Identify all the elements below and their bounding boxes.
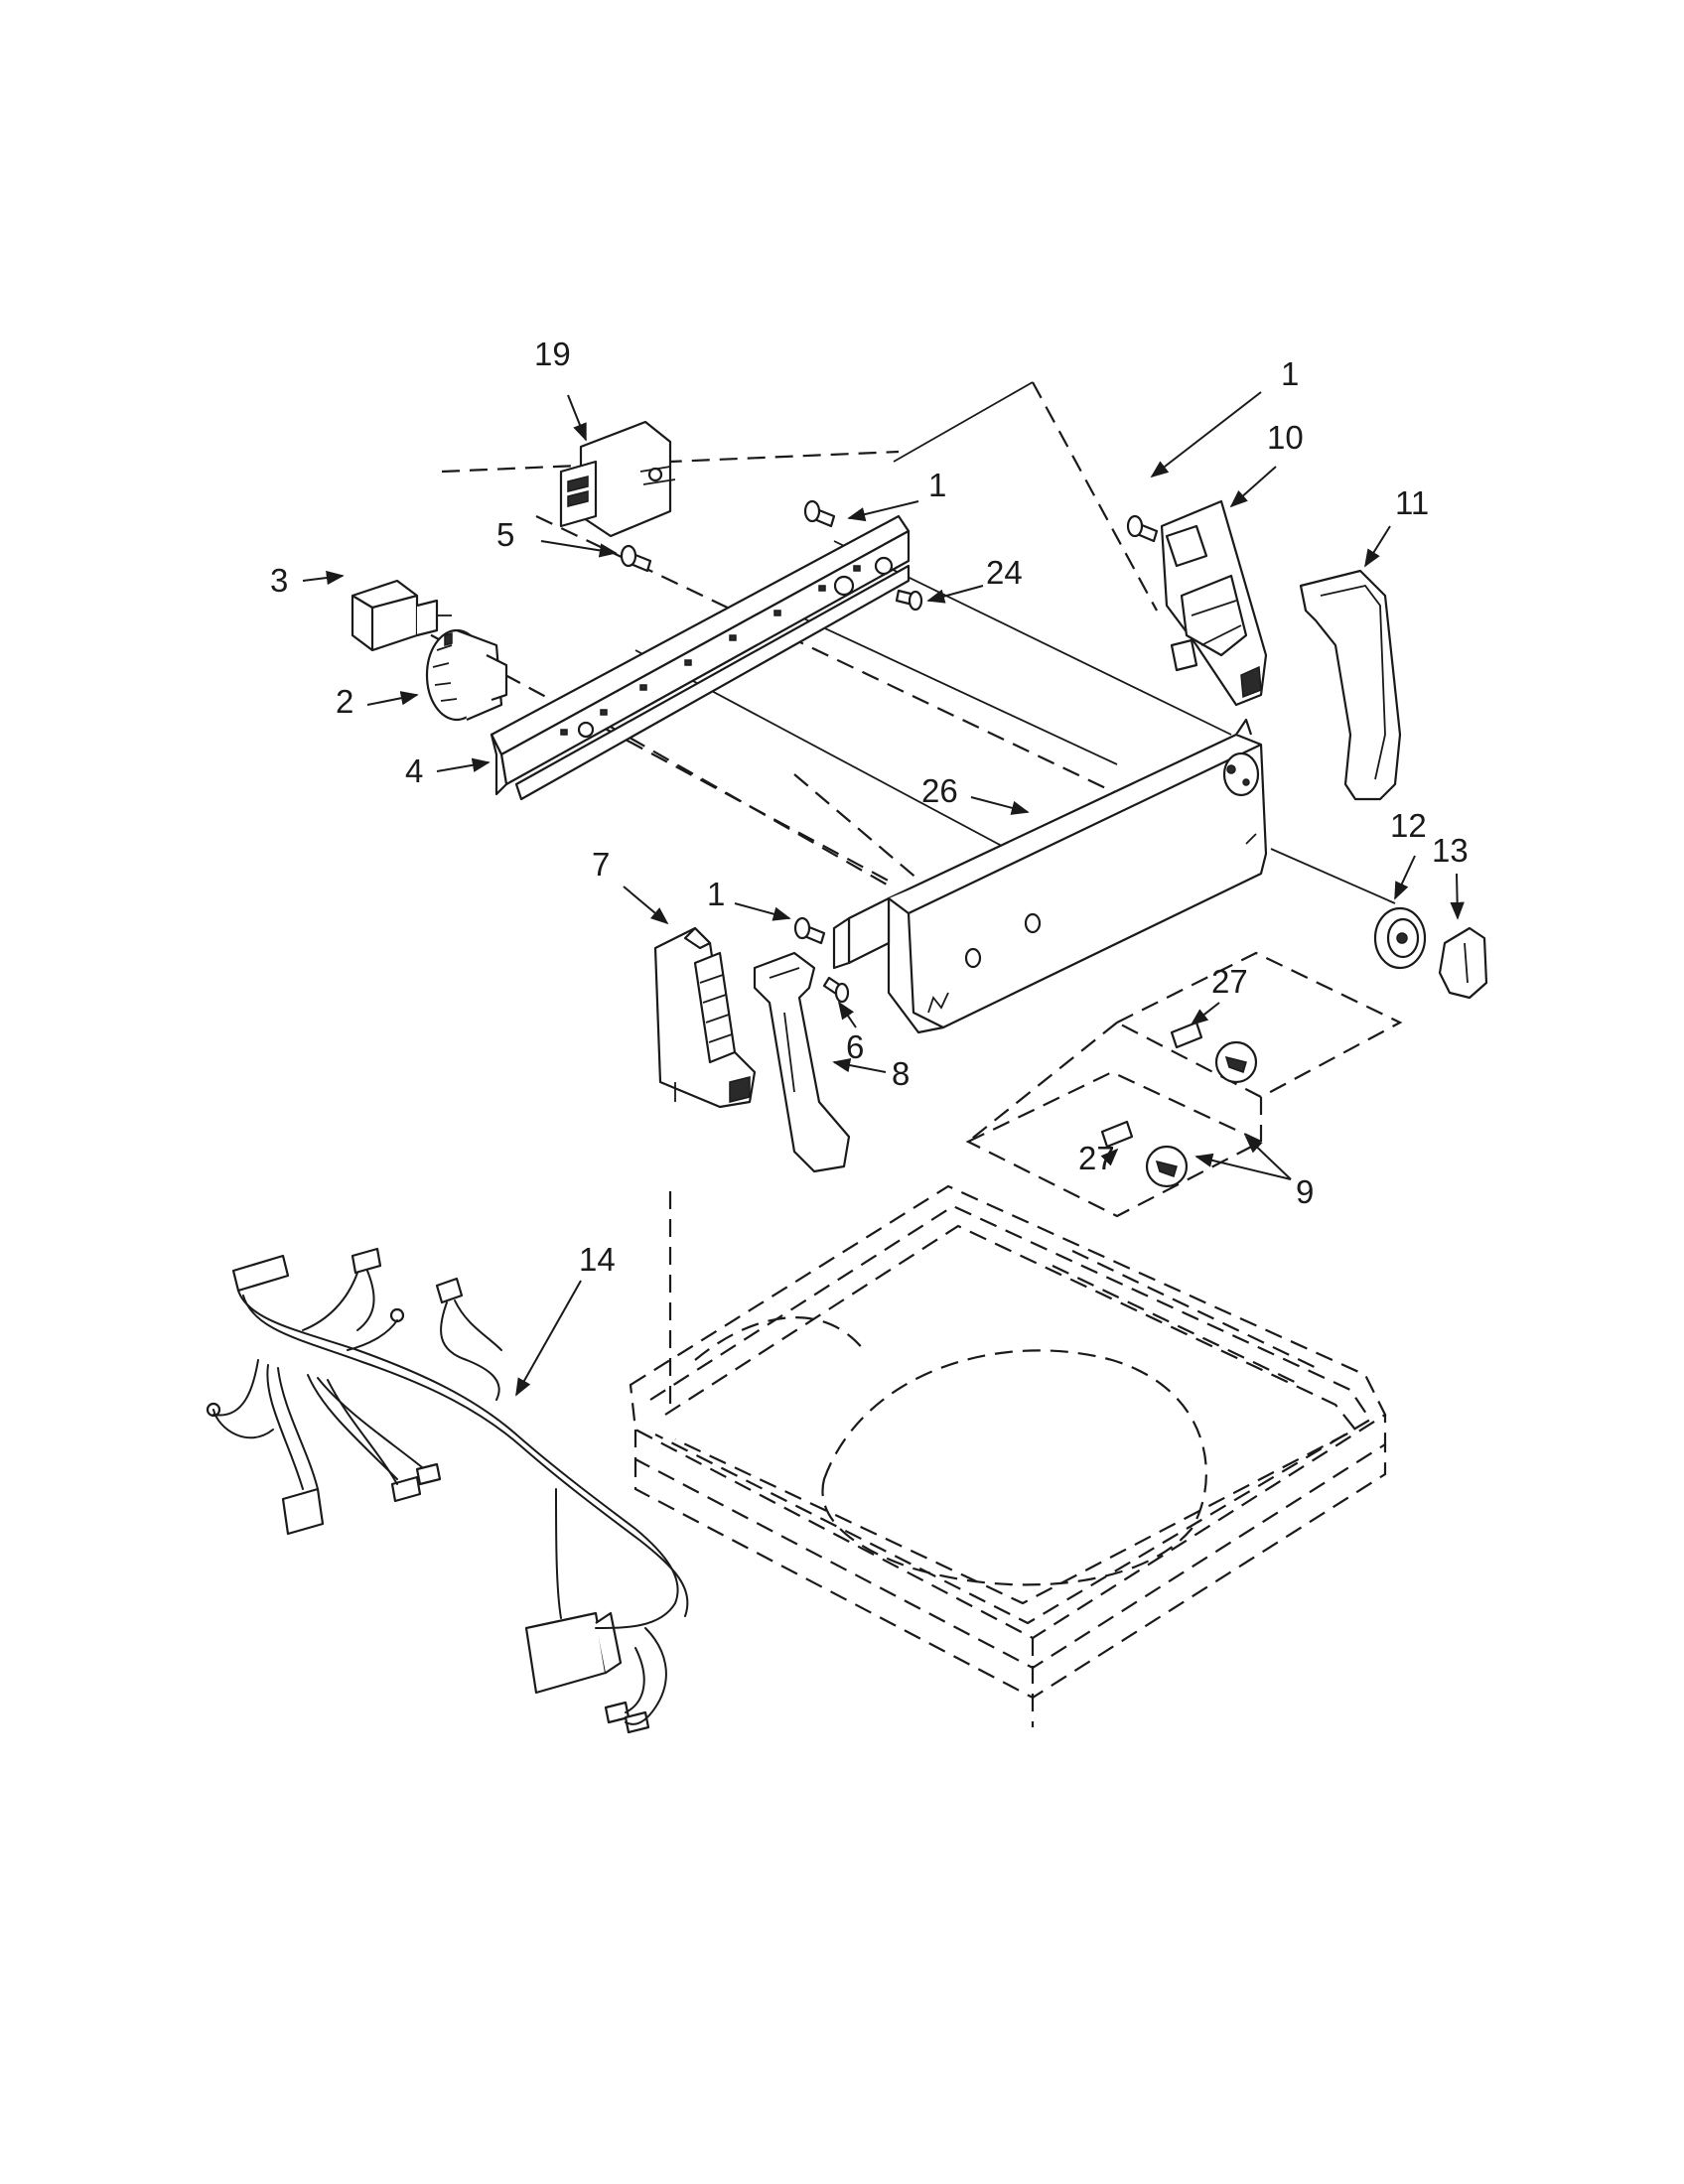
part-27-lower [1100, 1120, 1189, 1188]
part-10-end-cap [1160, 499, 1268, 707]
callout-26: 26 [921, 772, 958, 809]
screw-1-right [1126, 514, 1159, 543]
callout-11: 11 [1395, 484, 1429, 521]
part-26-console [832, 718, 1268, 1034]
part-7-end-cap [653, 926, 757, 1109]
washer-top-outline [629, 1184, 1387, 1727]
part-27-upper [1170, 1021, 1258, 1084]
leader-arrows [302, 391, 1465, 1397]
callout-10: 10 [1267, 419, 1304, 456]
callout-27-lower: 27 [1078, 1140, 1115, 1176]
screw-24 [895, 589, 923, 612]
part-8-trim [753, 951, 851, 1173]
part-4-bracket [490, 514, 911, 801]
callout-1-panel: 1 [928, 467, 946, 503]
callout-9: 9 [1296, 1173, 1314, 1210]
callout-19: 19 [534, 336, 571, 372]
callout-4: 4 [405, 752, 423, 789]
part-13-knob [1438, 926, 1488, 1000]
callout-5: 5 [496, 516, 514, 553]
screw-1-top [803, 499, 836, 528]
part-3-switch [351, 579, 452, 652]
callout-6: 6 [846, 1028, 864, 1065]
callout-13: 13 [1432, 832, 1469, 869]
part-12-knob-skirt [1373, 906, 1427, 970]
callout-8: 8 [892, 1055, 910, 1092]
screw-6 [822, 976, 850, 1004]
callout-27-upper: 27 [1211, 963, 1248, 1000]
callout-14: 14 [579, 1241, 616, 1278]
callout-1-top-right: 1 [1281, 355, 1299, 392]
callout-2: 2 [336, 683, 353, 720]
knob-group-outline [965, 951, 1403, 1218]
callout-24: 24 [986, 554, 1023, 591]
part-19-switch [559, 420, 676, 538]
screw-1-lower [793, 916, 826, 945]
callout-12: 12 [1390, 807, 1427, 844]
callout-7: 7 [592, 846, 610, 883]
part-2-timer [425, 628, 508, 722]
callout-3: 3 [270, 562, 288, 599]
part-11-trim [1299, 569, 1402, 801]
callouts: 19 1 10 11 1 5 24 3 2 4 26 12 13 7 1 6 2… [270, 336, 1469, 1278]
callout-1-lower: 1 [707, 876, 725, 912]
screw-5 [620, 544, 652, 573]
part-14-wire-harness [206, 1247, 689, 1734]
